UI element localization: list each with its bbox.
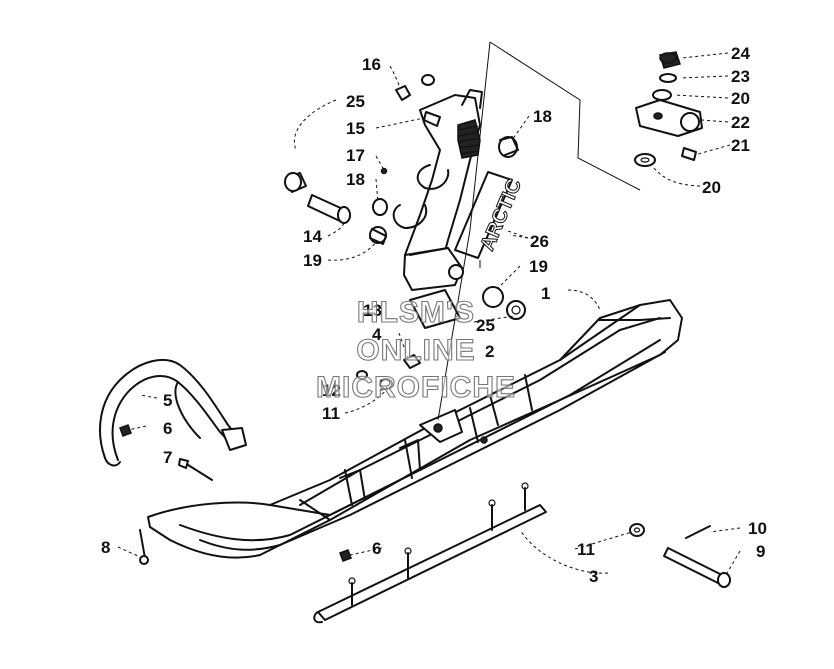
hardware (119, 289, 731, 588)
arctic-decal: ARCTIC (454, 171, 527, 259)
callout-20-bottom: 20 (702, 178, 721, 197)
wear-bars (313, 482, 547, 624)
callout-11-right: 11 (577, 540, 595, 559)
callout-9: 9 (756, 542, 765, 561)
callout-26: 26 (530, 232, 549, 251)
watermark-line-2: ONLINE (356, 334, 475, 367)
callout-14: 14 (303, 227, 322, 246)
callout-8: 8 (101, 538, 110, 557)
callout-21: 21 (731, 136, 750, 155)
callout-18-left: 18 (346, 170, 365, 189)
callout-15: 15 (346, 119, 365, 138)
callout-10: 10 (748, 519, 767, 538)
callout-19-left: 19 (303, 251, 322, 270)
callout-1: 1 (541, 284, 550, 303)
callout-18-right: 18 (533, 107, 552, 126)
spindle (392, 89, 483, 291)
callout-24: 24 (731, 44, 750, 63)
callout-12: 12 (322, 381, 341, 400)
callout-17: 17 (346, 146, 365, 165)
callout-11-left: 11 (322, 404, 340, 423)
shock-mount (634, 51, 703, 167)
watermark-line-1: HLSM'S (357, 296, 475, 329)
callout-6-handle: 6 (163, 419, 172, 438)
callout-13: 13 (363, 301, 382, 320)
leader-lines (117, 41, 741, 576)
callout-3: 3 (589, 567, 598, 586)
watermark-line-3: MICROFICHE (316, 371, 516, 404)
callout-6-lower: 6 (372, 539, 381, 558)
callout-7: 7 (163, 448, 172, 467)
callout-22: 22 (731, 113, 750, 132)
callout-19-right: 19 (529, 257, 548, 276)
watermark: HLSM'S ONLINE MICROFICHE (315, 295, 516, 404)
callout-labels: 1 2 3 4 5 6 6 7 8 9 10 11 11 12 13 14 15… (101, 44, 767, 586)
callout-2: 2 (485, 342, 494, 361)
callout-25-top: 25 (346, 92, 365, 111)
callout-25-right: 25 (476, 316, 495, 335)
callout-5: 5 (163, 391, 172, 410)
callout-16: 16 (362, 55, 381, 74)
ski-handle (99, 359, 247, 467)
bushings (284, 74, 526, 320)
callout-20-top: 20 (731, 89, 750, 108)
callout-4: 4 (372, 325, 382, 344)
callout-23: 23 (731, 67, 750, 86)
ski-body (147, 299, 683, 559)
